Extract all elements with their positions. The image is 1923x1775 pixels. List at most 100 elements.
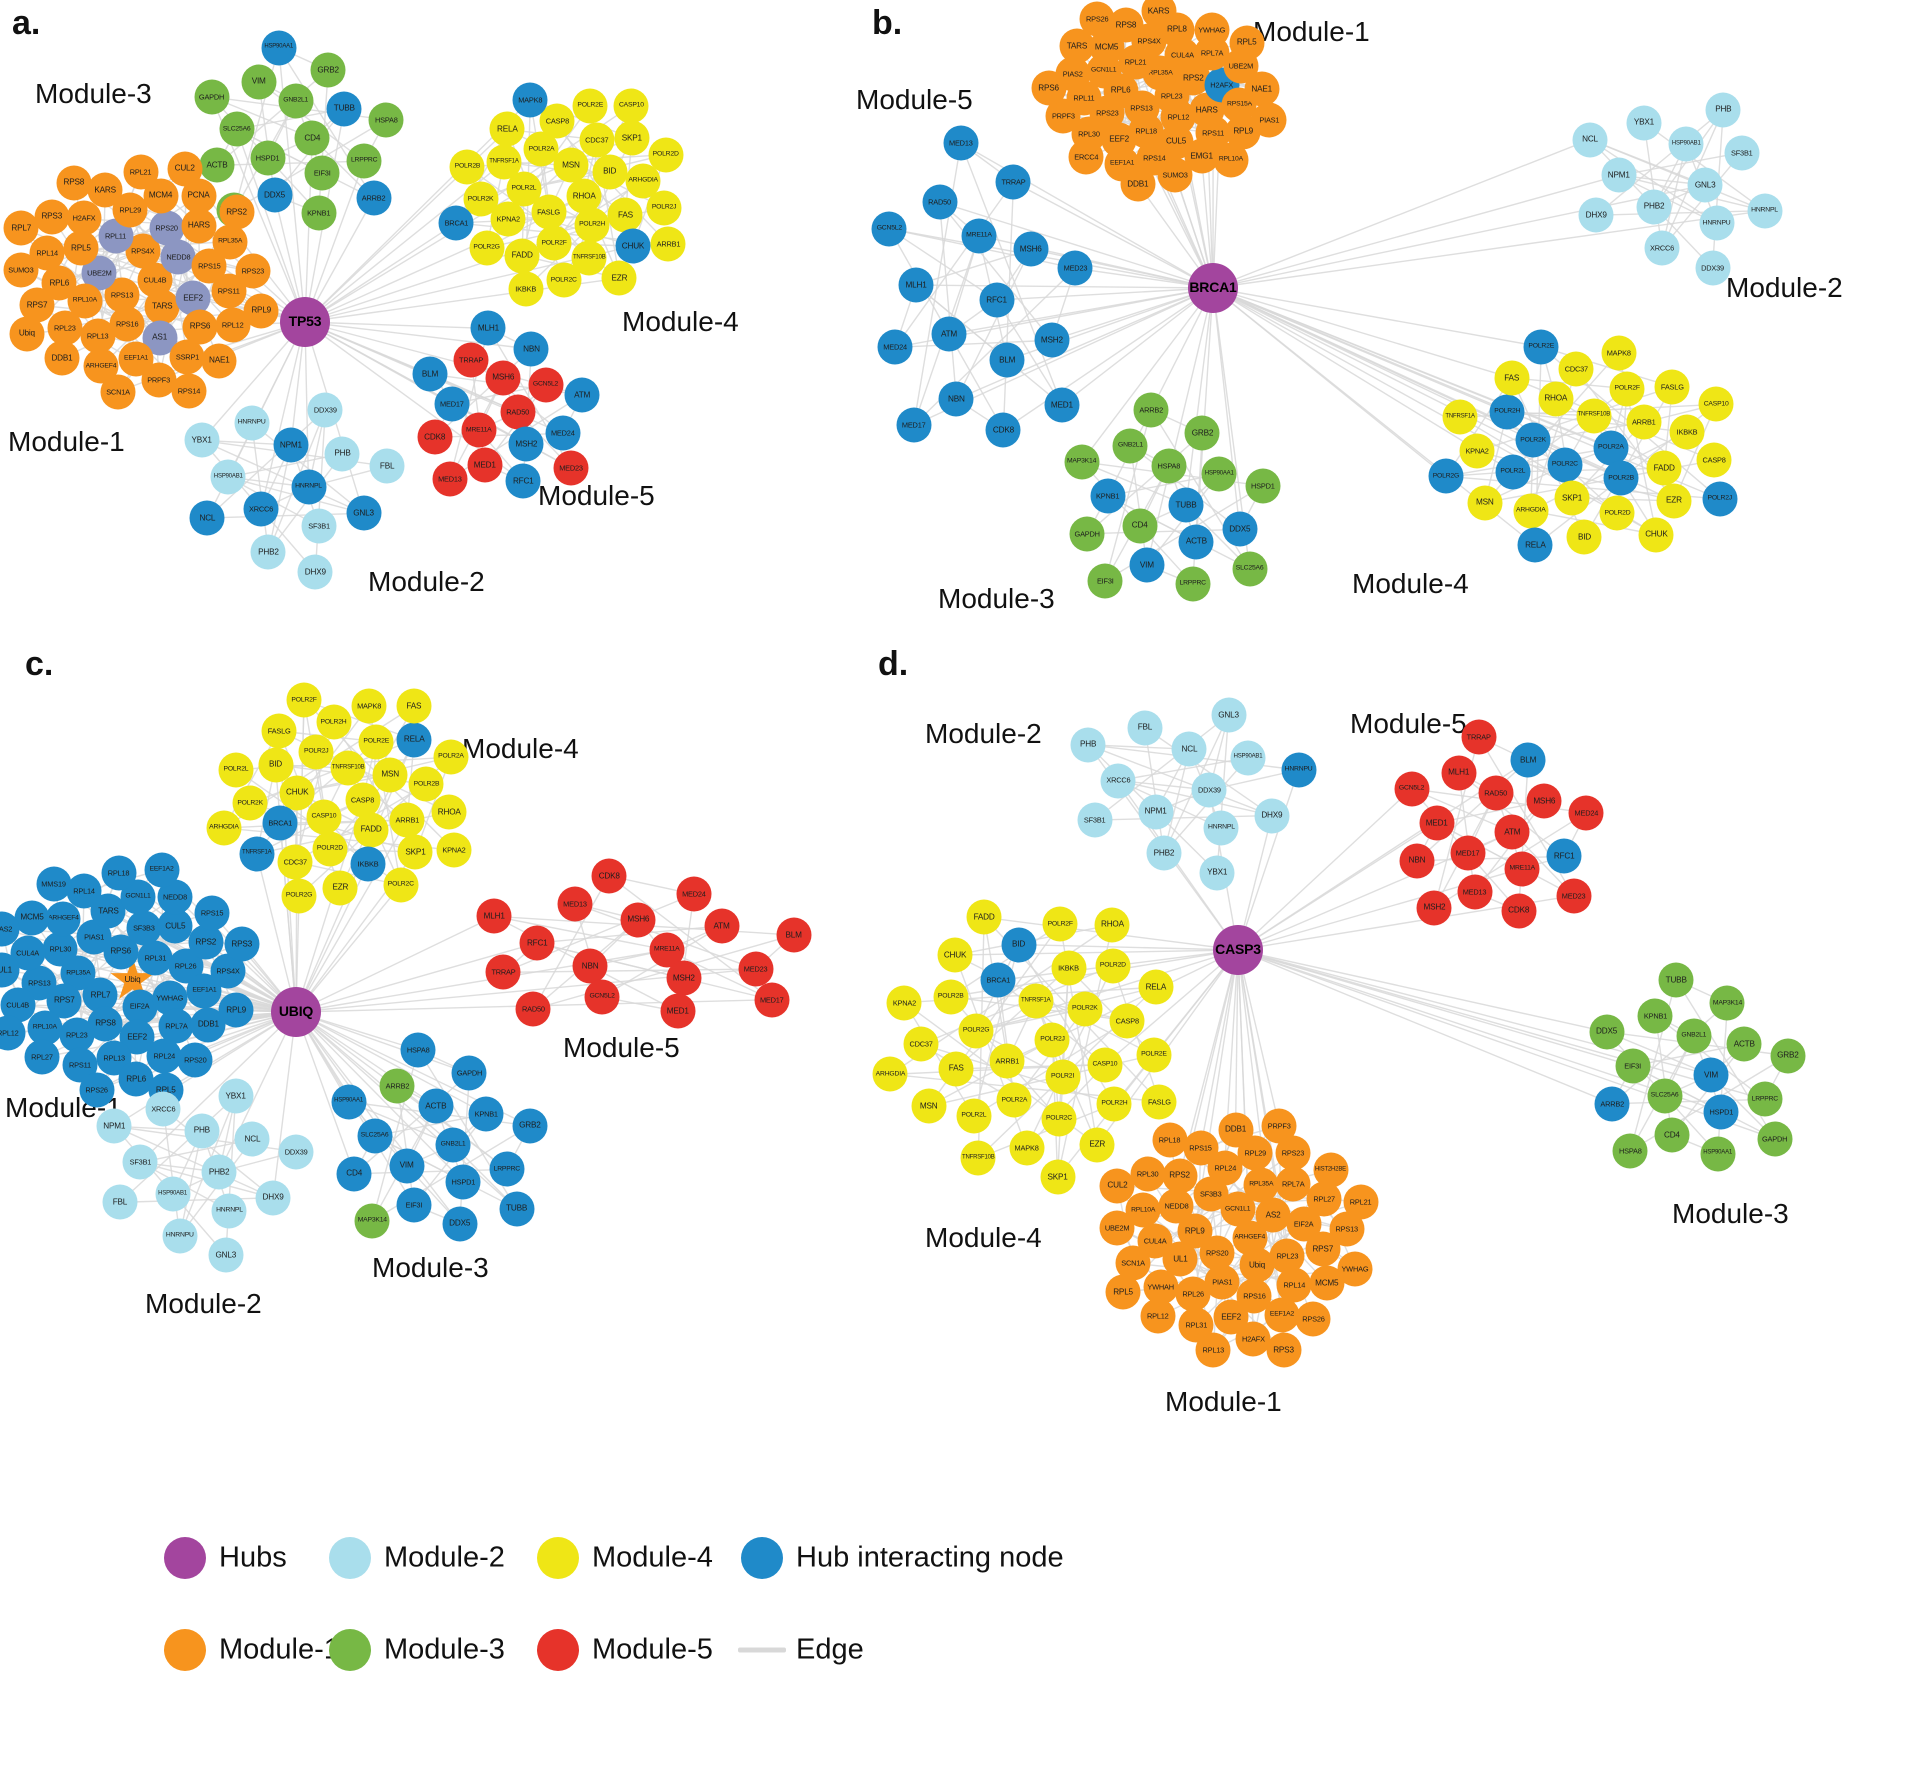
network-node-med13: MED13 xyxy=(557,886,593,922)
edge xyxy=(955,967,1069,1070)
network-node-ezr: EZR xyxy=(1079,1127,1115,1163)
network-node-rps3: RPS3 xyxy=(224,926,260,962)
network-node-eef1a2: EEF1A2 xyxy=(144,852,180,888)
network-node-mms19: MMS19 xyxy=(36,866,72,902)
edge xyxy=(1643,122,1765,212)
edge xyxy=(938,202,958,400)
network-node-rfc1: RFC1 xyxy=(1546,838,1582,874)
network-node-hsp90aa1: HSP90AA1 xyxy=(331,1084,367,1120)
network-node-hspa8: HSPA8 xyxy=(1151,448,1187,484)
network-node-xrcc6: XRCC6 xyxy=(243,491,279,527)
network-node-atm: ATM xyxy=(1494,814,1530,850)
hub-node-tp53: TP53 xyxy=(280,297,330,347)
edge xyxy=(532,875,610,1010)
network-node-grb2: GRB2 xyxy=(1770,1038,1806,1074)
network-node-polr2d: POLR2D xyxy=(312,831,348,867)
edge xyxy=(915,284,1063,406)
network-node-rpl7a: RPL7A xyxy=(1275,1166,1311,1202)
network-node-mre11a: MRE11A xyxy=(649,932,685,968)
network-node-tnfrsf10b: TNFRSF10B xyxy=(1576,398,1612,434)
network-node-rfc1: RFC1 xyxy=(505,463,541,499)
network-node-rela: RELA xyxy=(396,722,432,758)
network-node-cul5: CUL5 xyxy=(157,908,193,944)
network-node-rpl5: RPL5 xyxy=(63,230,99,266)
network-node-polr2e: POLR2E xyxy=(358,724,394,760)
network-node-rfc1: RFC1 xyxy=(979,282,1015,318)
network-node-vim: VIM xyxy=(241,64,277,100)
network-node-rps26: RPS26 xyxy=(79,1072,115,1108)
network-node-polr2h: POLR2H xyxy=(316,704,351,740)
network-node-kpnb1: KPNB1 xyxy=(1090,478,1126,514)
edge xyxy=(295,942,538,1013)
network-node-bid: BID xyxy=(1566,519,1602,555)
network-node-ikbkb: IKBKB xyxy=(350,846,386,882)
edge xyxy=(939,201,1053,341)
network-node-phb2: PHB2 xyxy=(1636,189,1672,225)
network-node-cdk8: CDK8 xyxy=(591,858,627,894)
legend-label-hub-interacting-node: Hub interacting node xyxy=(796,1541,1064,1574)
network-node-ddx39: DDX39 xyxy=(307,392,343,428)
network-node-polr2b: POLR2B xyxy=(449,149,485,185)
network-node-fas: FAS xyxy=(607,197,643,233)
network-node-rps26: RPS26 xyxy=(1079,1,1115,37)
edge xyxy=(201,321,306,441)
network-node-polr2a: POLR2A xyxy=(996,1082,1032,1118)
network-node-hsp90ab1: HSP90AB1 xyxy=(210,459,246,495)
network-node-rhoa: RHOA xyxy=(1538,381,1574,417)
edge xyxy=(1212,174,1619,289)
network-node-med13: MED13 xyxy=(432,461,468,497)
network-node-polr2f: POLR2F xyxy=(536,225,572,261)
network-node-med17: MED17 xyxy=(896,407,932,443)
edge xyxy=(903,1002,975,1117)
network-node-skp1: SKP1 xyxy=(1554,480,1590,516)
network-node-rps8: RPS8 xyxy=(56,165,92,201)
network-node-arhgdia: ARHGDIA xyxy=(1513,493,1549,529)
network-node-mlh1: MLH1 xyxy=(476,898,512,934)
network-node-rad50: RAD50 xyxy=(922,184,958,220)
network-node-atm: ATM xyxy=(931,316,967,352)
network-node-atm: ATM xyxy=(564,377,600,413)
network-node-ncl: NCL xyxy=(189,500,225,536)
network-node-msn: MSN xyxy=(553,147,589,183)
network-node-npm1: NPM1 xyxy=(273,427,309,463)
network-node-msh6: MSH6 xyxy=(485,360,521,396)
network-node-nedd8: NEDD8 xyxy=(1158,1188,1194,1224)
network-node-rhoa: RHOA xyxy=(566,178,602,214)
network-node-brca1: BRCA1 xyxy=(980,962,1016,998)
network-node-med1: MED1 xyxy=(467,447,503,483)
network-node-lrpprc: LRPPRC xyxy=(489,1151,525,1187)
network-node-fbl: FBL xyxy=(369,448,405,484)
network-node-sf3b1: SF3B1 xyxy=(1724,135,1760,171)
network-node-ezr: EZR xyxy=(322,870,358,906)
network-node-hsp90aa1: HSP90AA1 xyxy=(1700,1136,1736,1172)
edge xyxy=(374,1135,517,1210)
network-node-polr2g: POLR2G xyxy=(469,230,505,266)
network-node-rps15: RPS15 xyxy=(1183,1130,1218,1166)
network-node-tnfrsf1a: TNFRSF1A xyxy=(1442,399,1478,435)
network-node-skp1: SKP1 xyxy=(1040,1159,1076,1195)
edge xyxy=(997,979,1106,1066)
network-node-gnb2l1: GNB2L1 xyxy=(435,1127,471,1163)
network-node-ubiq: Ubiq xyxy=(9,316,45,352)
network-node-chuk: CHUK xyxy=(615,228,651,264)
edge xyxy=(162,1108,274,1199)
network-node-ddb1: DDB1 xyxy=(1218,1112,1254,1148)
network-node-phb: PHB xyxy=(1705,92,1741,128)
edge xyxy=(1199,949,1239,1149)
network-node-trrap: TRRAP xyxy=(485,954,521,990)
network-node-polr2e: POLR2E xyxy=(572,88,608,123)
network-node-gnl3: GNL3 xyxy=(1211,697,1247,733)
network-node-h2afx: H2AFX xyxy=(1235,1321,1271,1357)
network-node-fas: FAS xyxy=(938,1051,974,1087)
network-node-rpl27: RPL27 xyxy=(24,1039,60,1075)
edge xyxy=(1212,287,1512,379)
network-node-polr2h: POLR2H xyxy=(574,207,610,243)
network-node-kpnb1: KPNB1 xyxy=(301,195,337,231)
network-node-polr2k: POLR2K xyxy=(1515,422,1551,458)
edge xyxy=(894,181,1015,348)
edge xyxy=(250,422,270,553)
network-node-rps8: RPS8 xyxy=(1108,7,1144,43)
network-node-med17: MED17 xyxy=(754,982,790,1018)
network-node-cd4: CD4 xyxy=(294,120,330,156)
edge xyxy=(1445,377,1513,477)
